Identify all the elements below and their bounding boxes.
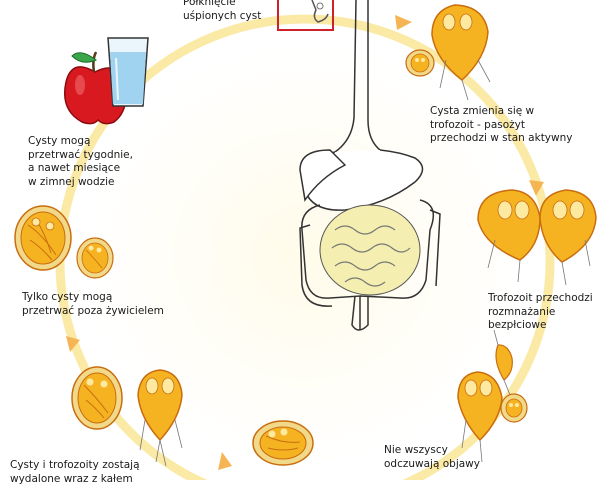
label-line: rozmnażanie <box>488 306 593 320</box>
cyst-icon-large-left <box>15 206 71 270</box>
water-glass-icon <box>108 38 148 106</box>
label-line: Tylko cysty mogą <box>22 291 164 305</box>
trophozoite-icon-top-right <box>432 5 490 100</box>
label-line: Cysty mogą <box>28 135 133 149</box>
cyst-icon-small-left <box>77 238 113 278</box>
label-line: uśpionych cyst <box>183 10 261 24</box>
label-not-all-symptoms: Nie wszyscy odczuwają objawy <box>384 444 480 471</box>
label-line: odczuwają objawy <box>384 458 480 472</box>
cycle-arrow-bottom <box>218 452 232 470</box>
cyst-icon-bottom-left <box>72 367 122 429</box>
label-line: przechodzi w stan aktywny <box>430 132 572 146</box>
label-line: przetrwać poza żywicielem <box>22 305 164 319</box>
label-trophozoite-reproduce: Trofozoit przechodzi rozmnażanie bezpłci… <box>488 292 593 333</box>
label-line: a nawet miesiące <box>28 162 133 176</box>
label-only-cysts-survive: Tylko cysty mogą przetrwać poza żywiciel… <box>22 291 164 318</box>
cycle-arrow-top <box>395 15 412 30</box>
label-excreted: Cysty i trofozoity zostają wydalone wraz… <box>10 459 140 486</box>
small-intestine-icon <box>320 205 420 295</box>
cyst-icon-bottom <box>253 421 313 465</box>
label-line: Połknięcie <box>183 0 261 10</box>
label-cyst-to-trophozoite: Cysta zmienia się w trofozoit - pasożyt … <box>430 105 572 146</box>
label-line: w zimnej wodzie <box>28 176 133 190</box>
label-line: przetrwać tygodnie, <box>28 149 133 163</box>
label-line: Trofozoit przechodzi <box>488 292 593 306</box>
label-line: Nie wszyscy <box>384 444 480 458</box>
label-line: trofozoit - pasożyt <box>430 119 572 133</box>
cyst-icon-top-right-small <box>406 50 434 76</box>
label-line: bezpłciowe <box>488 319 593 333</box>
label-swallowed-cysts: Połknięcie uśpionych cyst <box>183 0 261 23</box>
label-line: Cysty i trofozoity zostają <box>10 459 140 473</box>
cyst-icon-bottom-right <box>501 394 527 422</box>
label-line: wydalone wraz z kałem <box>10 473 140 486</box>
label-cysts-survive-weeks: Cysty mogą przetrwać tygodnie, a nawet m… <box>28 135 133 189</box>
label-line: Cysta zmienia się w <box>430 105 572 119</box>
